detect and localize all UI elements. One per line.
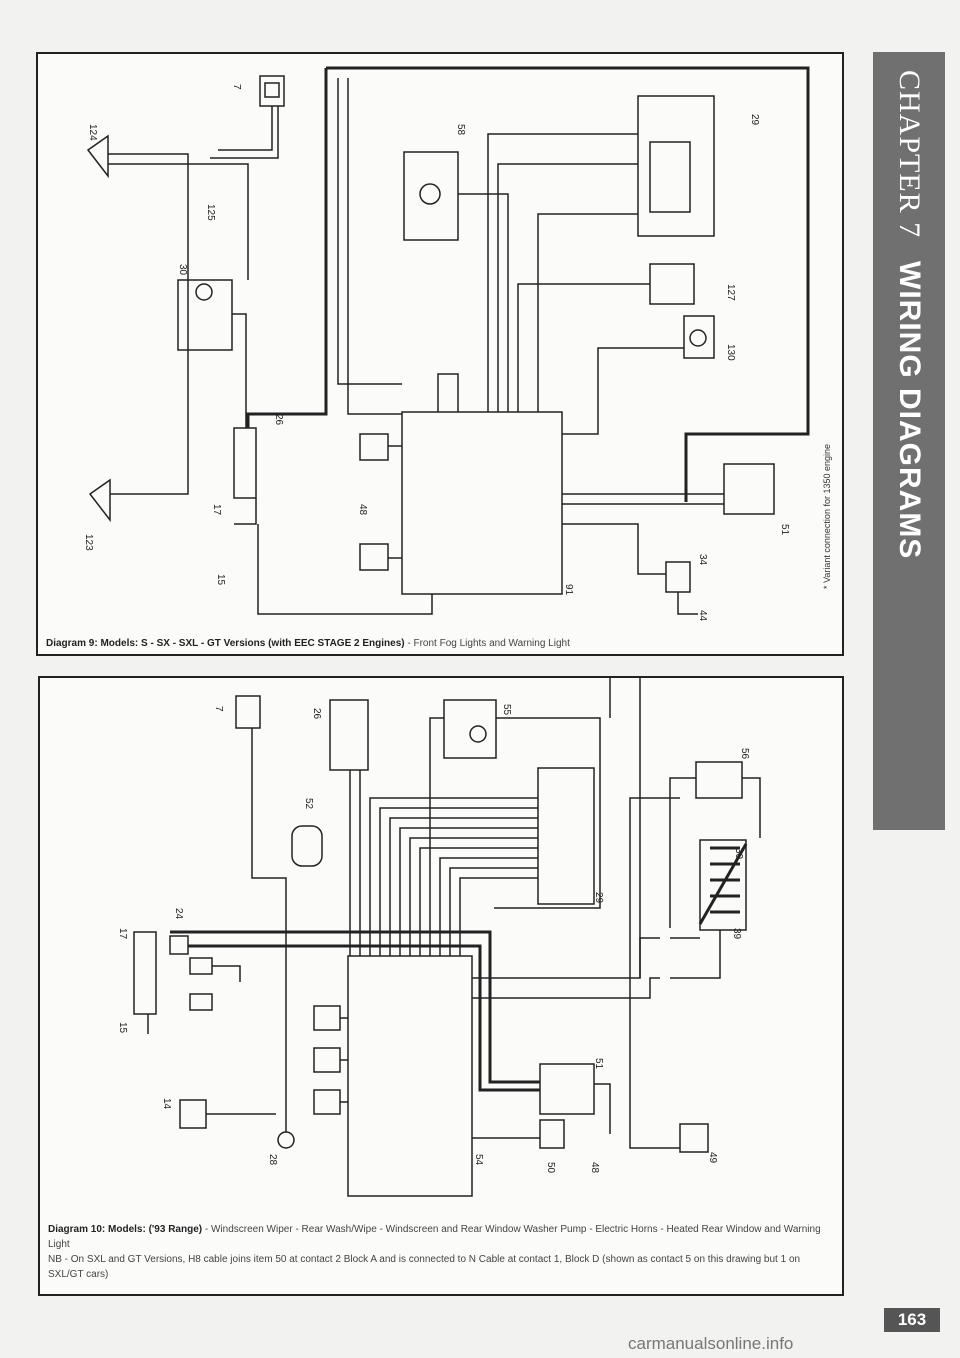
component-label: 51: [593, 1058, 604, 1070]
component-label: 44: [697, 610, 708, 622]
diagram-10-panel: 7 26 55 56 52 29 17 15 14 28 24 51 50 48…: [38, 676, 844, 1296]
component-label: 15: [215, 574, 226, 586]
component-label: 26: [273, 414, 284, 426]
component-label: 58: [455, 124, 466, 136]
component-label: 130: [725, 344, 736, 361]
component-label: 48: [357, 504, 368, 516]
component-label: 49: [707, 1152, 718, 1164]
chapter-label: CHAPTER 7: [893, 70, 926, 239]
diagram-10-caption-note: NB - On SXL and GT Versions, H8 cable jo…: [48, 1254, 801, 1280]
component-label: 7: [213, 706, 224, 712]
component-label: 125: [205, 204, 216, 221]
component-label: 17: [117, 928, 128, 940]
component-label: 54: [473, 1154, 484, 1166]
diagram-10-drawing: 7 26 55 56 52 29 17 15 14 28 24 51 50 48…: [117, 678, 761, 1197]
diagram-9-labels: 7 124 125 123 15 17 30 26 58 29 127 130 …: [83, 84, 790, 622]
component-label: 7: [231, 84, 242, 90]
diagram-9-caption-title: Diagram 9: Models: S - SX - SXL - GT Ver…: [46, 638, 405, 649]
diagram-10-labels: 7 26 55 56 52 29 17 15 14 28 24 51 50 48…: [117, 704, 750, 1174]
component-label: 34: [697, 554, 708, 566]
page-number: 163: [884, 1308, 940, 1332]
diagram-10-caption-title: Diagram 10: Models: ('93 Range): [48, 1224, 203, 1235]
component-label: 55: [501, 704, 512, 716]
diagram-9-caption: Diagram 9: Models: S - SX - SXL - GT Ver…: [46, 636, 570, 651]
component-label: 30: [177, 264, 188, 276]
diagram-10-caption-desc: - Windscreen Wiper - Rear Wash/Wipe - Wi…: [48, 1224, 821, 1250]
chapter-sidebar-text: CHAPTER 7 WIRING DIAGRAMS: [892, 70, 926, 559]
component-label: 91: [563, 584, 574, 596]
component-label: 15: [117, 1022, 128, 1034]
component-label: 127: [725, 284, 736, 301]
component-label: 30: [733, 848, 744, 860]
component-label: 56: [739, 748, 750, 760]
diagram-9-drawing: 7 124 125 123 15 17 30 26 58 29 127 130 …: [83, 66, 810, 622]
component-label: 123: [83, 534, 94, 551]
diagram-9-caption-desc: - Front Fog Lights and Warning Light: [404, 638, 570, 649]
component-label: 124: [87, 124, 98, 141]
component-label: 24: [173, 908, 184, 920]
component-label: 29: [593, 892, 604, 904]
component-label: 28: [267, 1154, 278, 1166]
component-label: 50: [545, 1162, 556, 1174]
variant-note: * Variant connection for 1350 engine: [822, 444, 832, 589]
component-label: 39: [731, 928, 742, 940]
component-label: 14: [161, 1098, 172, 1110]
component-label: 29: [749, 114, 760, 126]
diagram-9-panel: 7 124 125 123 15 17 30 26 58 29 127 130 …: [36, 52, 844, 656]
chapter-title: WIRING DIAGRAMS: [893, 260, 926, 560]
component-label: 52: [303, 798, 314, 810]
diagram-10-caption: Diagram 10: Models: ('93 Range) - Windsc…: [48, 1222, 838, 1282]
component-label: 26: [311, 708, 322, 720]
chapter-sidebar: CHAPTER 7 WIRING DIAGRAMS: [873, 52, 945, 830]
component-label: 48: [589, 1162, 600, 1174]
component-label: 51: [779, 524, 790, 536]
component-label: 17: [211, 504, 222, 516]
watermark: carmanualsonline.info: [628, 1334, 794, 1353]
